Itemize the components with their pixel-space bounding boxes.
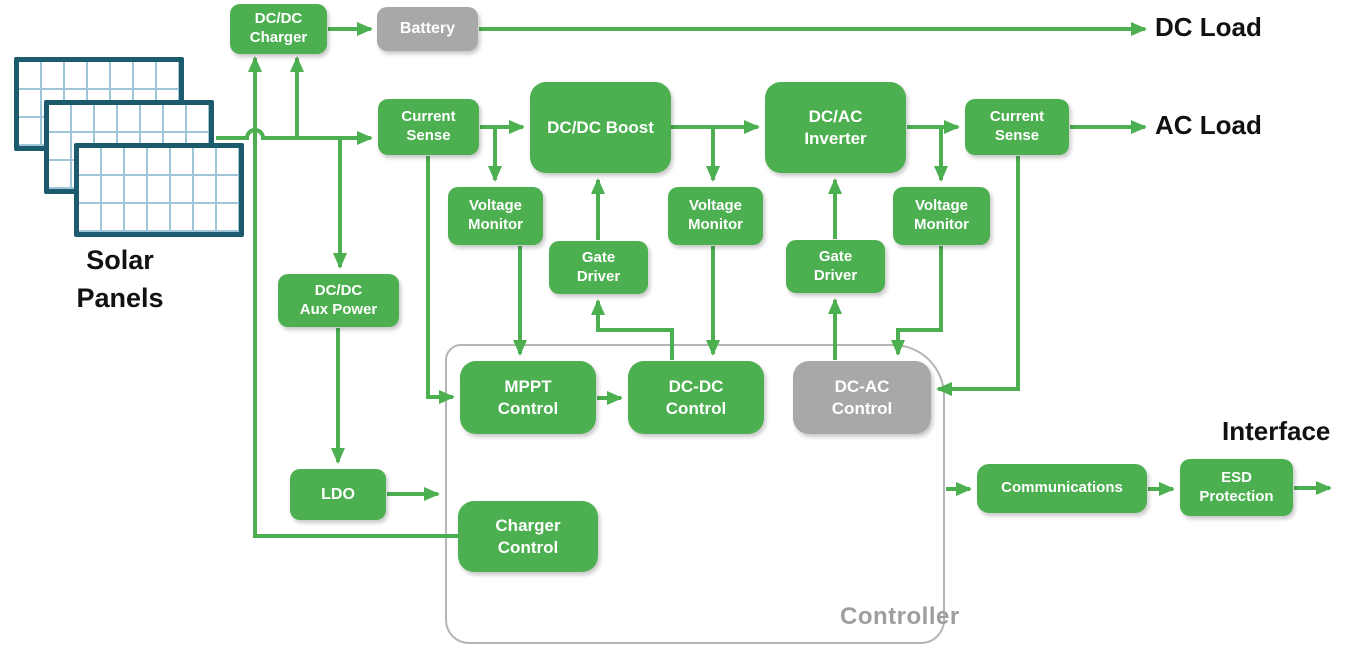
node-dcdc-charger: DC/DC Charger: [230, 4, 327, 54]
node-dcac-control: DC-AC Control: [793, 361, 931, 434]
node-dcdc-control: DC-DC Control: [628, 361, 764, 434]
label-ac-load: AC Load: [1155, 110, 1262, 140]
edge-voltage-monitor-3-to-dcac-control: [891, 246, 943, 356]
edge-charger-control-to-charger: [248, 56, 458, 538]
node-dcdc-aux-power: DC/DC Aux Power: [278, 274, 399, 327]
edge-dcdc-control-to-gate-driver-1: [591, 299, 674, 360]
node-voltage-monitor-3: Voltage Monitor: [893, 187, 990, 245]
edge-current-sense-2-to-dcac-control: [936, 156, 1020, 396]
label-dc-load: DC Load: [1155, 12, 1262, 42]
edge-panels-to-current-sense-1: [216, 128, 373, 145]
node-voltage-monitor-1: Voltage Monitor: [448, 187, 543, 245]
node-dcac-inverter: DC/AC Inverter: [765, 82, 906, 173]
node-dcdc-boost: DC/DC Boost: [530, 82, 671, 173]
label-solar-panels: Solar Panels: [76, 245, 164, 313]
node-mppt-control: MPPT Control: [460, 361, 596, 434]
node-current-sense-2: Current Sense: [965, 99, 1069, 155]
node-ldo: LDO: [290, 469, 386, 520]
node-communications: Communications: [977, 464, 1147, 513]
node-voltage-monitor-2: Voltage Monitor: [668, 187, 763, 245]
node-charger-control: Charger Control: [458, 501, 598, 572]
node-gate-driver-1: Gate Driver: [549, 241, 648, 294]
node-gate-driver-2: Gate Driver: [786, 240, 885, 293]
label-controller: Controller: [840, 603, 960, 630]
solar-panel-icon: [74, 143, 244, 237]
node-current-sense-1: Current Sense: [378, 99, 479, 155]
edge-current-sense-1-to-mppt: [426, 156, 455, 404]
label-interface: Interface: [1222, 416, 1331, 446]
node-esd-protection: ESD Protection: [1180, 459, 1293, 516]
node-battery: Battery: [377, 7, 478, 51]
